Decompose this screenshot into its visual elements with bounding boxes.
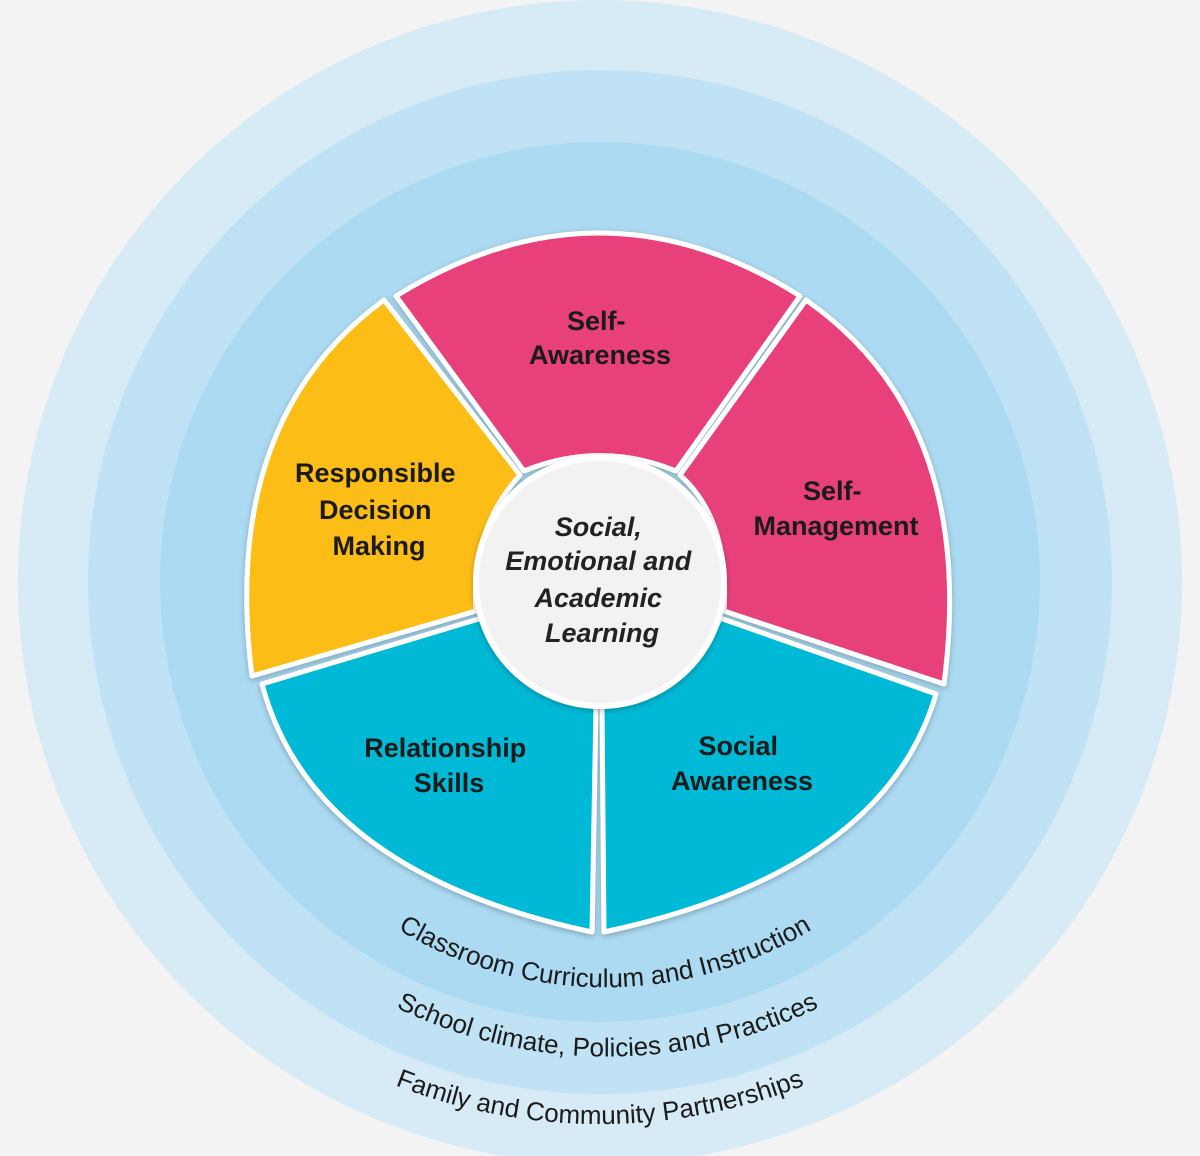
core-circle — [473, 455, 727, 709]
label-relationship-skills: Relationship Skills — [364, 733, 534, 798]
label-social-awareness: Social Awareness — [671, 731, 813, 796]
label-self-management: Self- Management — [753, 476, 918, 541]
label-self-awareness: Self- Awareness — [529, 306, 671, 370]
label-responsible-decision-making: Responsible Decision Making — [295, 458, 463, 561]
core-label: Social, Emotional and Academic Learning — [505, 512, 699, 648]
segment-self-management — [677, 297, 953, 687]
